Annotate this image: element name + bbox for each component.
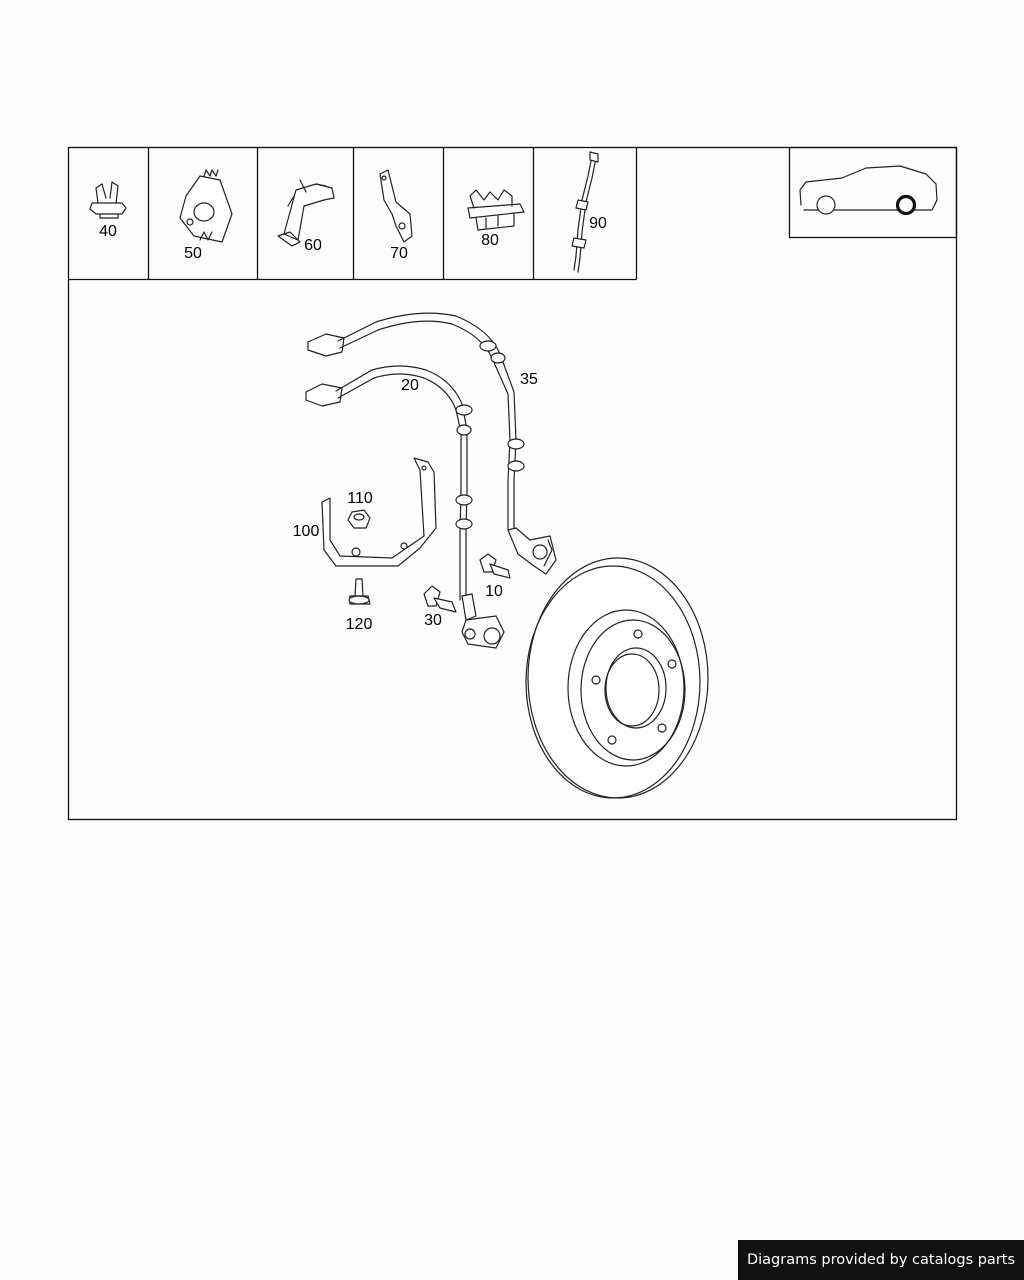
- brake-disc[interactable]: [525, 557, 709, 799]
- part-label-110: 110: [347, 490, 373, 507]
- thumb-label-50: 50: [184, 245, 202, 262]
- nut-110[interactable]: [347, 509, 371, 529]
- thumb-part-70[interactable]: [379, 169, 413, 243]
- bolt-120[interactable]: [348, 578, 371, 605]
- thumb-label-80: 80: [481, 232, 499, 249]
- thumb-part-40[interactable]: [89, 181, 127, 219]
- sensor-cable-20[interactable]: [305, 365, 477, 621]
- thumb-part-60[interactable]: [277, 179, 335, 247]
- part-label-35: 35: [520, 371, 538, 388]
- car-rear-wheel-highlight-icon: [799, 165, 938, 216]
- thumb-label-70: 70: [390, 245, 408, 262]
- bolt-30[interactable]: [423, 585, 457, 613]
- wheel-speed-sensor[interactable]: [461, 615, 505, 649]
- bolt-10[interactable]: [479, 553, 511, 579]
- thumb-part-50[interactable]: [179, 169, 233, 243]
- sensor-cable-35[interactable]: [307, 312, 557, 575]
- thumb-label-90: 90: [589, 215, 607, 232]
- thumb-part-80[interactable]: [467, 189, 525, 231]
- thumb-label-40: 40: [99, 223, 117, 240]
- diagram-frame: [67, 146, 958, 821]
- bracket-100[interactable]: [321, 457, 437, 567]
- attribution-footer: Diagrams provided by catalogs parts: [738, 1240, 1024, 1280]
- part-label-100: 100: [293, 523, 320, 540]
- part-label-120: 120: [346, 616, 373, 633]
- thumb-part-90[interactable]: [571, 151, 599, 273]
- part-label-20: 20: [401, 377, 419, 394]
- thumb-label-60: 60: [304, 237, 322, 254]
- part-label-10: 10: [485, 583, 503, 600]
- vehicle-icon-box: [788, 146, 958, 239]
- thumbnail-strip: [68, 147, 638, 281]
- part-label-30: 30: [424, 612, 442, 629]
